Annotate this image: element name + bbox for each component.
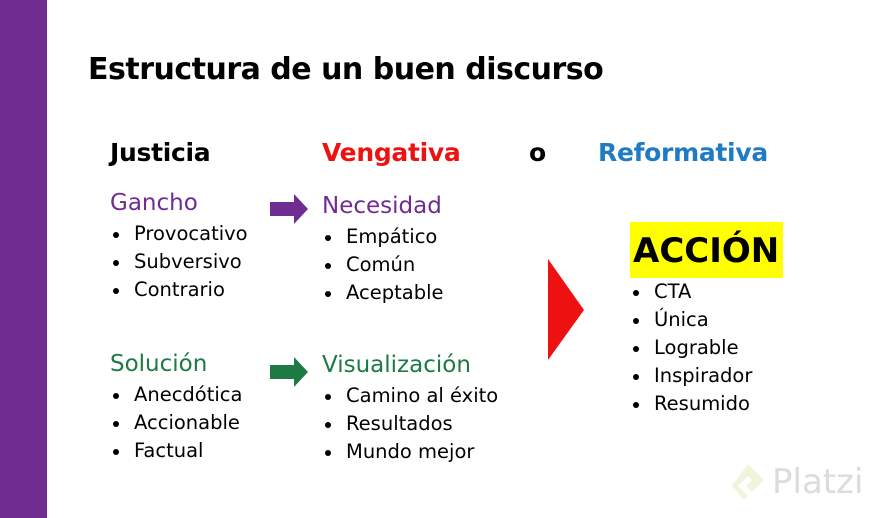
visualizacion-list: Camino al éxito Resultados Mundo mejor xyxy=(322,382,498,466)
solucion-heading: Solución xyxy=(110,351,208,377)
list-item: Empático xyxy=(322,223,443,251)
list-item: Resumido xyxy=(630,390,752,418)
accion-heading: ACCIÓN xyxy=(630,222,784,278)
list-item: Resultados xyxy=(322,410,498,438)
gancho-list: Provocativo Subversivo Contrario xyxy=(110,220,248,304)
list-item: Común xyxy=(322,251,443,279)
list-item: Contrario xyxy=(110,276,248,304)
platzi-logo-text: Platzi xyxy=(772,462,864,502)
accion-list: CTA Única Lograble Inspirador Resumido xyxy=(630,278,752,418)
arrow-right-icon xyxy=(270,357,308,387)
solucion-list: Anecdótica Accionable Factual xyxy=(110,381,242,465)
list-item: Factual xyxy=(110,437,242,465)
list-item: Accionable xyxy=(110,409,242,437)
header-o: o xyxy=(529,138,546,167)
list-item: Única xyxy=(630,306,752,334)
triangle-arrow-icon xyxy=(548,259,584,360)
arrow-right-icon xyxy=(270,194,308,224)
necesidad-list: Empático Común Aceptable xyxy=(322,223,443,307)
gancho-heading: Gancho xyxy=(110,190,198,216)
platzi-logo-icon xyxy=(732,464,764,500)
header-justicia: Justicia xyxy=(110,138,211,167)
list-item: Aceptable xyxy=(322,279,443,307)
list-item: Inspirador xyxy=(630,362,752,390)
slide-title: Estructura de un buen discurso xyxy=(88,52,604,87)
necesidad-heading: Necesidad xyxy=(322,193,442,219)
header-vengativa: Vengativa xyxy=(322,138,461,167)
list-item: CTA xyxy=(630,278,752,306)
list-item: Mundo mejor xyxy=(322,438,498,466)
list-item: Subversivo xyxy=(110,248,248,276)
list-item: Camino al éxito xyxy=(322,382,498,410)
visualizacion-heading: Visualización xyxy=(322,352,471,378)
side-accent-bar xyxy=(0,0,47,518)
list-item: Lograble xyxy=(630,334,752,362)
list-item: Provocativo xyxy=(110,220,248,248)
header-reformativa: Reformativa xyxy=(598,138,768,167)
platzi-logo: Platzi xyxy=(728,460,863,504)
list-item: Anecdótica xyxy=(110,381,242,409)
